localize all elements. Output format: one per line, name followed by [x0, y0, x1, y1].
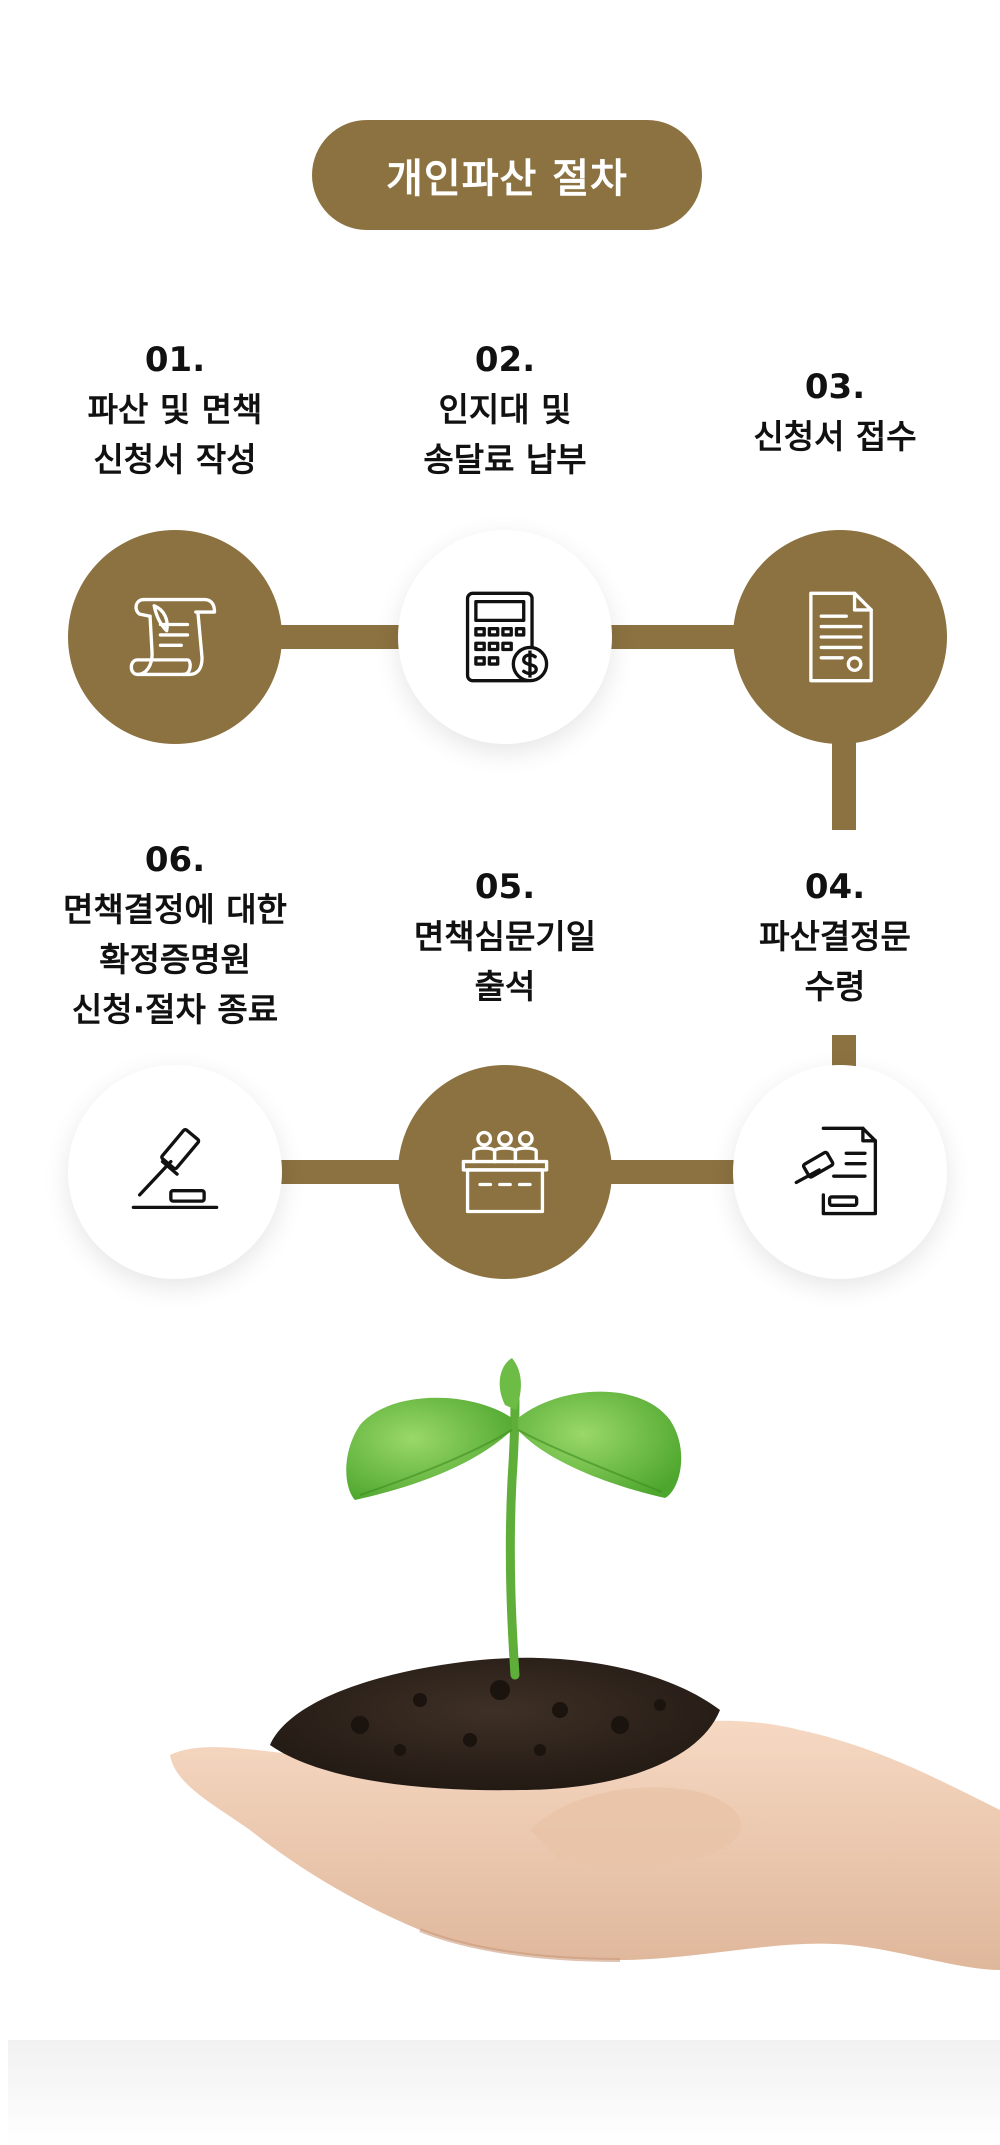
page-title-badge: 개인파산 절차 — [312, 120, 702, 230]
step-04-circle — [733, 1065, 947, 1279]
step-number: 03. — [804, 367, 866, 407]
scroll-icon — [129, 597, 217, 677]
step-number: 04. — [804, 867, 866, 907]
step-04-label: 04. 파산결정문 수령 — [675, 862, 995, 1012]
connector-1-2 — [280, 625, 410, 649]
step-03-label: 03. 신청서 접수 — [675, 362, 995, 462]
step-02-label: 02. 인지대 및 송달료 납부 — [345, 335, 665, 485]
step-title: 파산 및 면책 신청서 작성 — [87, 390, 263, 479]
illustration-shadow — [8, 2040, 1000, 2145]
step-number: 02. — [474, 340, 536, 380]
connector-3-4-upper — [832, 740, 856, 830]
step-title: 인지대 및 송달료 납부 — [423, 390, 587, 479]
step-title: 면책심문기일 출석 — [413, 917, 597, 1006]
step-title: 신청서 접수 — [753, 417, 917, 456]
step-03-circle — [733, 530, 947, 744]
step-06-circle — [68, 1065, 282, 1279]
step-number: 06. — [144, 840, 206, 880]
step-number: 01. — [144, 340, 206, 380]
gavel-document-icon — [794, 1126, 878, 1216]
step-title: 면책결정에 대한 확정증명원 신청·절차 종료 — [62, 890, 287, 1029]
step-01-label: 01. 파산 및 면책 신청서 작성 — [15, 335, 335, 485]
connector-5-4 — [610, 1160, 740, 1184]
step-06-label: 06. 면책결정에 대한 확정증명원 신청·절차 종료 — [15, 835, 335, 1035]
connector-2-3 — [610, 625, 740, 649]
step-title: 파산결정문 수령 — [759, 917, 911, 1006]
seedling-in-hand-illustration — [170, 1358, 1000, 1970]
step-02-circle — [398, 530, 612, 744]
step-number: 05. — [474, 867, 536, 907]
courtroom-icon — [461, 1130, 549, 1214]
page-title: 개인파산 절차 — [386, 156, 628, 202]
calculator-icon — [465, 591, 549, 683]
document-icon — [809, 591, 873, 683]
step-01-circle — [68, 530, 282, 744]
connector-6-5 — [280, 1160, 410, 1184]
gavel-icon — [131, 1127, 219, 1210]
step-05-circle — [398, 1065, 612, 1279]
step-05-label: 05. 면책심문기일 출석 — [345, 862, 665, 1012]
